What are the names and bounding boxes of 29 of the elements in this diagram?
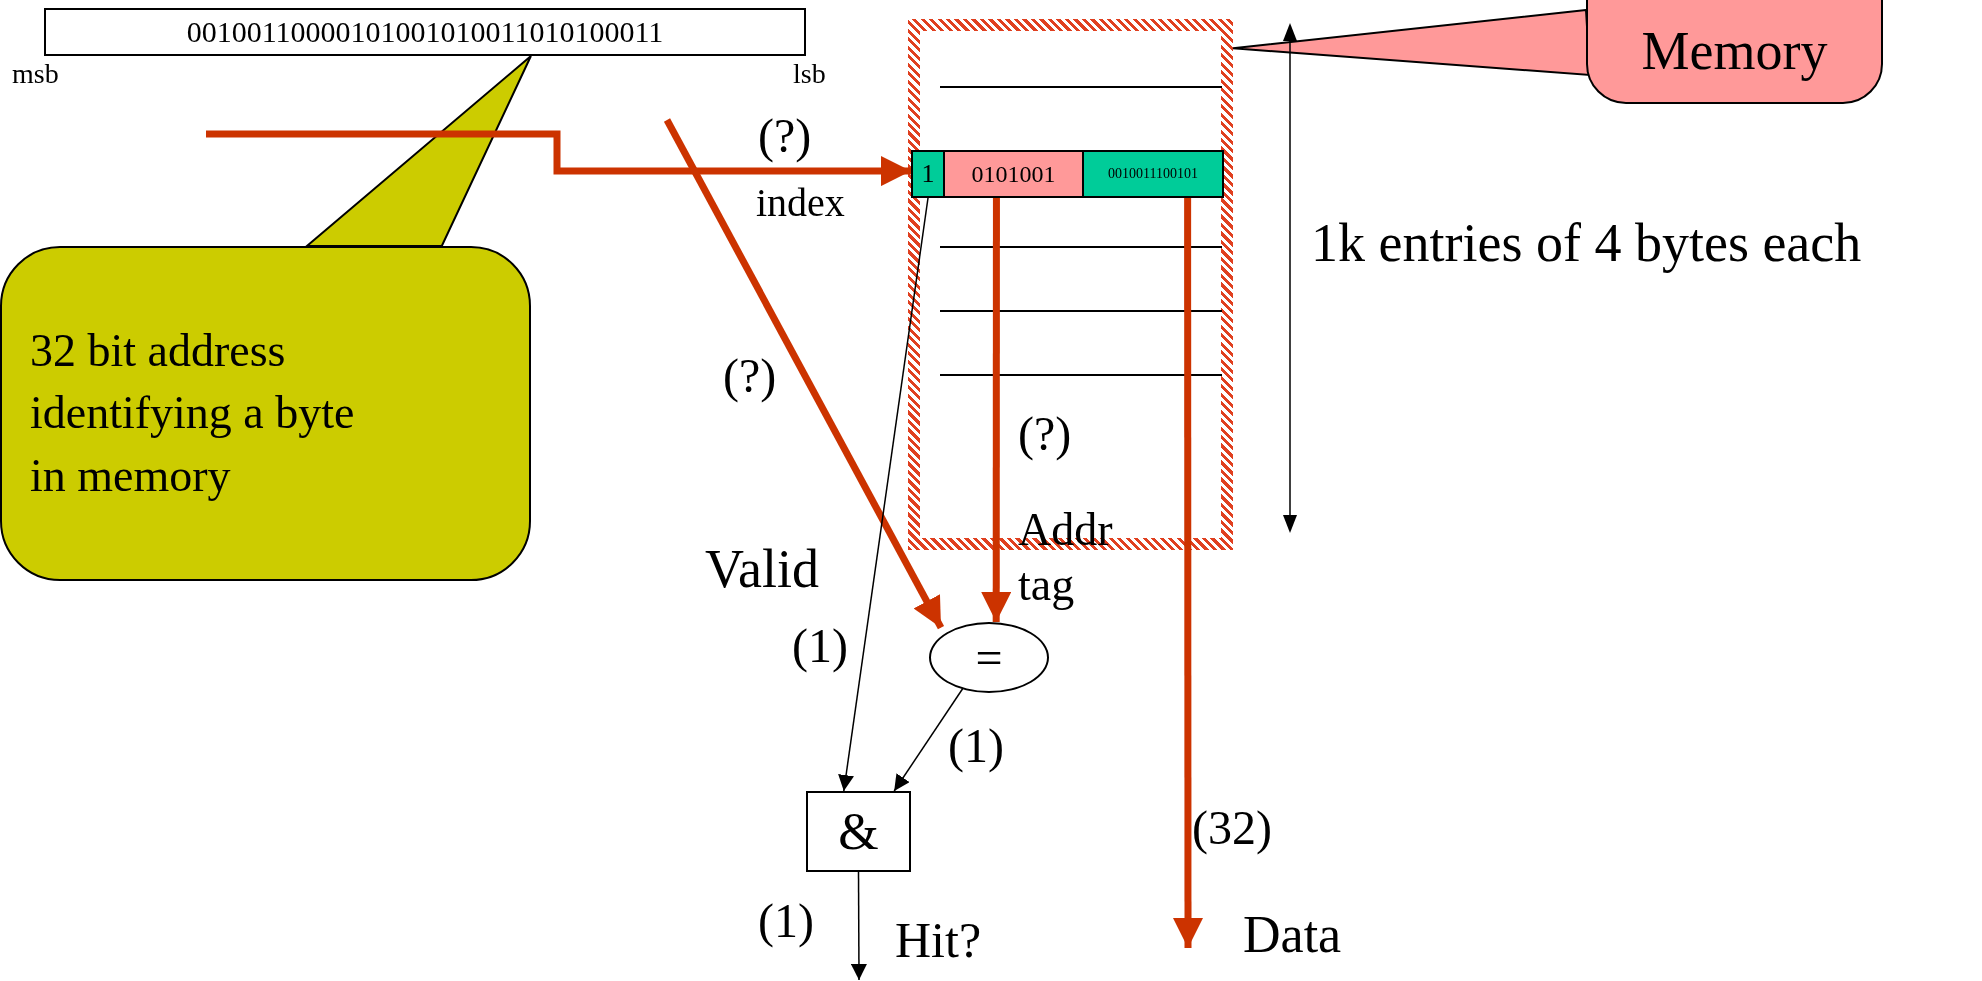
arrow [663,118,945,630]
speech-bubble: Memory [1586,0,1883,104]
comparator-ellipse: = [929,622,1049,693]
signal-label: index [756,180,845,226]
bit-order-label: lsb [793,58,826,91]
arrow [981,198,1012,622]
arrow [893,688,964,792]
edge-label: (1) [792,618,848,674]
tag-field: 0101001 [945,150,1084,198]
binary-address-box: 00100110000101001010011010100011 [44,8,806,56]
and-gate-box: & [806,791,911,872]
memory-block [908,19,1233,550]
data-field: 0010011100101 [1084,150,1224,198]
valid-bit-field: 1 [911,150,945,198]
edge-label: (?) [758,108,812,164]
size-note: 1k entries of 4 bytes each [1311,212,1862,275]
signal-label: Valid [705,538,819,601]
arrow [850,871,867,981]
edge-label: (1) [758,893,814,949]
arrow [1173,198,1203,948]
output-label: Hit? [895,912,982,970]
output-label: Data [1243,905,1342,965]
edge-label: (?) [1018,406,1072,462]
edge-label: (?) [723,348,777,404]
bit-order-label: msb [12,58,59,91]
arrow [838,197,929,792]
edge-label: (32) [1192,800,1272,856]
edge-label: (1) [948,718,1004,774]
leader-line [304,55,532,247]
